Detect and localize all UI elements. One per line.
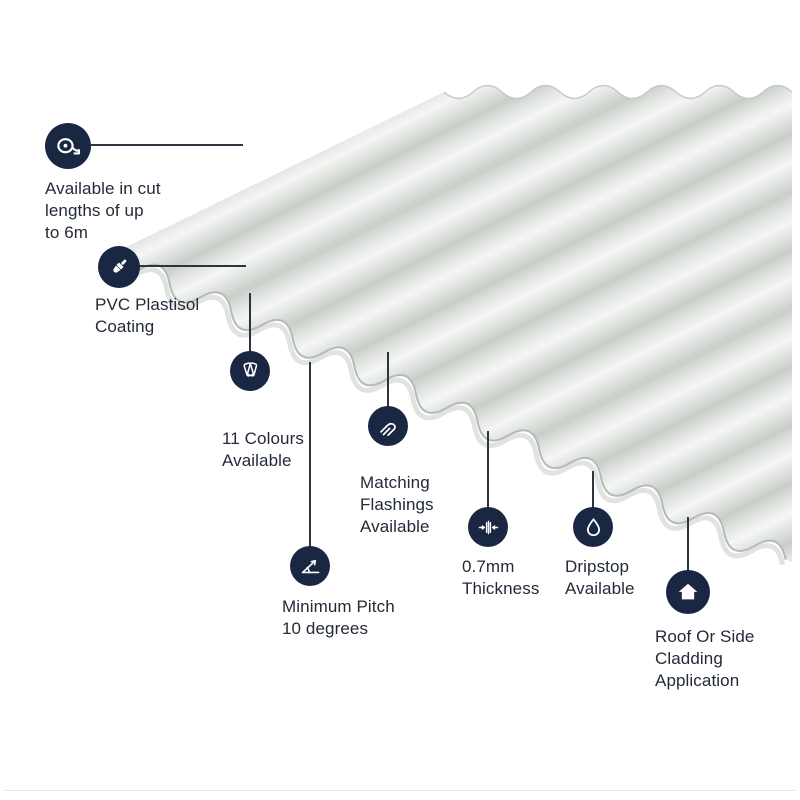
sheet-top-edge: [443, 84, 793, 100]
callout-icon-badge: [45, 123, 91, 169]
callout-line: [91, 144, 243, 146]
flashing-icon: [379, 422, 396, 436]
label-line: Thickness: [462, 579, 540, 598]
callout-icon-badge: [230, 351, 270, 391]
callout-line: [592, 471, 594, 508]
callout-icon-badge: [98, 246, 140, 288]
sheet-edge-shadow: [102, 260, 786, 566]
label-line: Available: [565, 579, 635, 598]
label-line: 10 degrees: [282, 619, 369, 638]
label-line: Dripstop: [565, 557, 630, 576]
label-line: Application: [655, 671, 740, 690]
label-line: PVC Plastisol: [95, 295, 200, 314]
label-line: lengths of up: [45, 201, 144, 220]
water-drop-icon: [586, 517, 600, 536]
callout-label: Roof Or Side Cladding Application: [655, 626, 754, 692]
callout-line: [309, 362, 311, 547]
callout-label: PVC Plastisol Coating: [95, 294, 199, 338]
label-line: Available in cut: [45, 179, 161, 198]
callout-label: Minimum Pitch 10 degrees: [282, 596, 395, 640]
label-line: Cladding: [655, 649, 723, 668]
callout-label: 0.7mm Thickness: [462, 556, 539, 600]
sheet-fill: [108, 85, 792, 563]
callout-line: [687, 517, 689, 571]
callout-icon-badge: [368, 406, 408, 446]
pitch-angle-icon: [301, 559, 319, 573]
callout-icon-badge: [666, 570, 710, 614]
label-line: Coating: [95, 317, 155, 336]
callout-line: [139, 265, 246, 267]
label-line: Matching: [360, 473, 430, 492]
label-line: Available: [222, 451, 292, 470]
callout-icon-badge: [573, 507, 613, 547]
label-line: 11 Colours: [222, 429, 304, 448]
callout-label: Available in cut lengths of up to 6m: [45, 178, 161, 244]
thickness-icon: [478, 520, 498, 534]
house-icon: [678, 583, 698, 600]
callout-label: 11 Colours Available: [222, 428, 304, 472]
callout-line: [249, 293, 251, 352]
colour-swatches-icon: [242, 361, 257, 377]
label-line: Available: [360, 517, 430, 536]
label-line: to 6m: [45, 223, 89, 242]
tape-measure-icon: [56, 137, 80, 155]
callout-label: Matching Flashings Available: [360, 472, 434, 538]
callout-icon-badge: [468, 507, 508, 547]
callout-line: [487, 431, 489, 508]
label-line: 0.7mm: [462, 557, 515, 576]
sheet-front-edge: [107, 255, 787, 560]
label-line: Flashings: [360, 495, 434, 514]
label-line: Roof Or Side: [655, 627, 755, 646]
callout-label: Dripstop Available: [565, 556, 635, 600]
paint-brush-icon: [113, 259, 127, 273]
bottom-divider: [4, 790, 796, 791]
callout-icon-badge: [290, 546, 330, 586]
callout-line: [387, 352, 389, 407]
label-line: Minimum Pitch: [282, 597, 395, 616]
